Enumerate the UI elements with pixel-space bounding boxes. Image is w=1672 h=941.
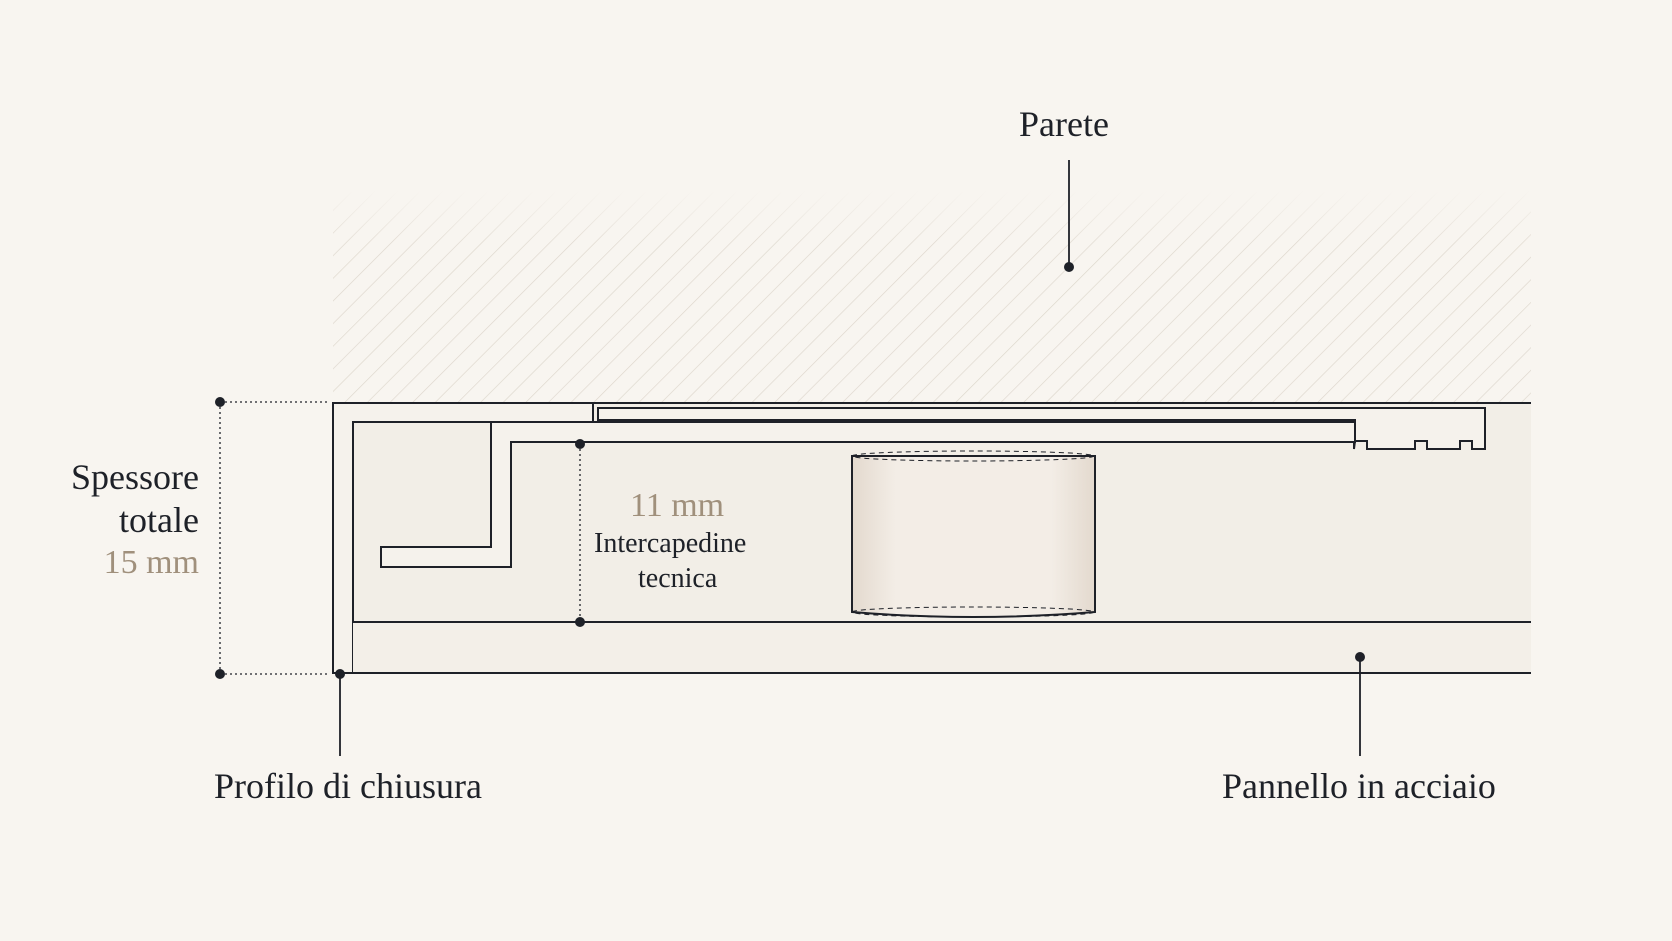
gap-label-line1: Intercapedine xyxy=(594,528,747,559)
total-dim-top-dot xyxy=(215,397,225,407)
gap-value: 11 mm xyxy=(630,487,725,524)
total-thickness-value: 15 mm xyxy=(103,544,199,581)
total-dim-bottom-dot xyxy=(215,669,225,679)
steel-panel xyxy=(353,622,1531,673)
total-thickness-label-line2: totale xyxy=(119,500,199,540)
gap-dim-bottom-dot xyxy=(575,617,585,627)
closing-profile-label: Profilo di chiusura xyxy=(214,766,482,806)
wall-hatch-fade xyxy=(333,190,1531,402)
cylinder-element xyxy=(851,450,1096,618)
wall-leader-dot xyxy=(1064,262,1074,272)
total-thickness-label-line1: Spessore xyxy=(71,457,199,497)
gap-dim-top-dot xyxy=(575,439,585,449)
steel-panel-label: Pannello in acciaio xyxy=(1222,766,1496,806)
z-clip xyxy=(380,421,1356,568)
gap-label-line2: tecnica xyxy=(638,563,718,594)
wall-label: Parete xyxy=(1019,104,1109,144)
